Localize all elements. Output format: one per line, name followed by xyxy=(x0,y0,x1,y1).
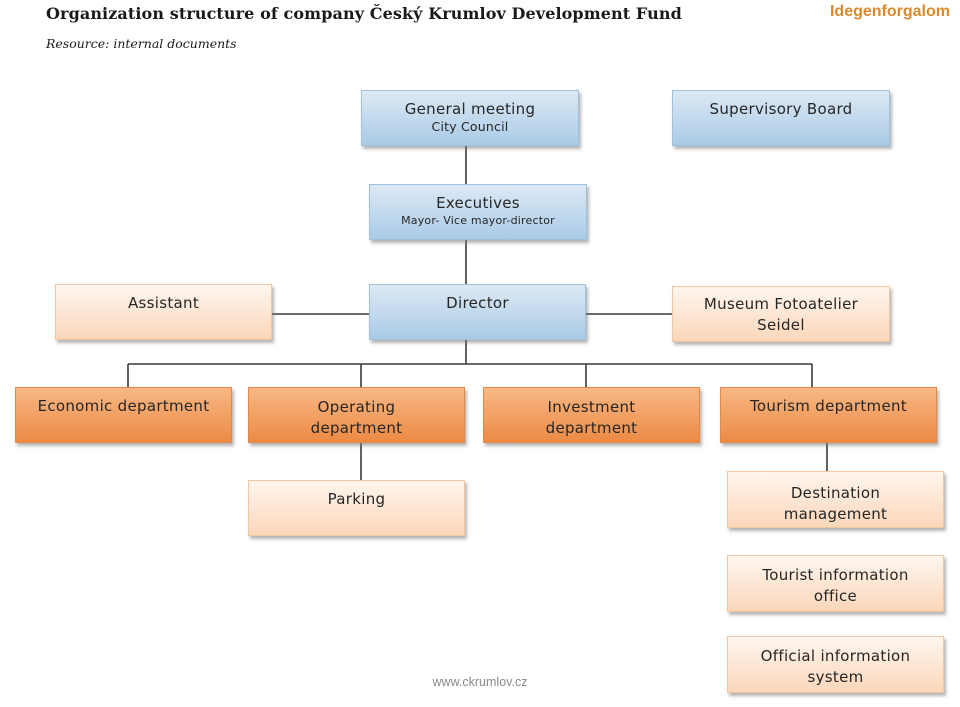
page-title: Organization structure of company Český … xyxy=(46,4,682,23)
assistant-box: Assistant xyxy=(55,284,272,340)
supervisory-board-label: Supervisory Board xyxy=(709,100,853,118)
tourism-department-box: Tourism department xyxy=(720,387,937,443)
assistant-label: Assistant xyxy=(127,294,200,312)
brand-label: Idegenforgalom xyxy=(829,3,950,20)
operating-department-box: Operating department xyxy=(248,387,465,443)
director-label: Director xyxy=(446,294,509,312)
museum-box: Museum Fotoatelier Seidel xyxy=(672,286,890,342)
director-box: Director xyxy=(369,284,586,340)
supervisory-board-box: Supervisory Board xyxy=(672,90,890,146)
investment-department-label: Investment department xyxy=(545,398,638,437)
parking-label: Parking xyxy=(327,490,386,508)
destination-management-label: Destination management xyxy=(783,484,888,523)
general-meeting-sub: City Council xyxy=(431,119,509,134)
executives-sub: Mayor- Vice mayor-director xyxy=(401,214,555,227)
parking-box: Parking xyxy=(248,480,465,536)
executives-label: Executives xyxy=(436,194,520,212)
tourism-department-label: Tourism department xyxy=(750,397,907,415)
museum-label: Museum Fotoatelier Seidel xyxy=(703,295,859,334)
footer-url: www.ckrumlov.cz xyxy=(432,675,528,689)
general-meeting-label: General meeting xyxy=(404,100,536,118)
tourist-information-office-box: Tourist information office xyxy=(727,555,944,612)
investment-department-box: Investment department xyxy=(483,387,700,443)
tourist-information-office-label: Tourist information office xyxy=(762,566,909,605)
page-subtitle: Resource: internal documents xyxy=(46,36,237,51)
economic-department-label: Economic department xyxy=(37,397,210,415)
executives-box: Executives Mayor- Vice mayor-director xyxy=(369,184,587,240)
operating-department-label: Operating department xyxy=(310,398,403,437)
economic-department-box: Economic department xyxy=(15,387,232,443)
destination-management-box: Destination management xyxy=(727,471,944,528)
official-information-system-label: Official information system xyxy=(760,647,911,686)
general-meeting-box: General meeting City Council xyxy=(361,90,579,146)
official-information-system-box: Official information system xyxy=(727,636,944,693)
